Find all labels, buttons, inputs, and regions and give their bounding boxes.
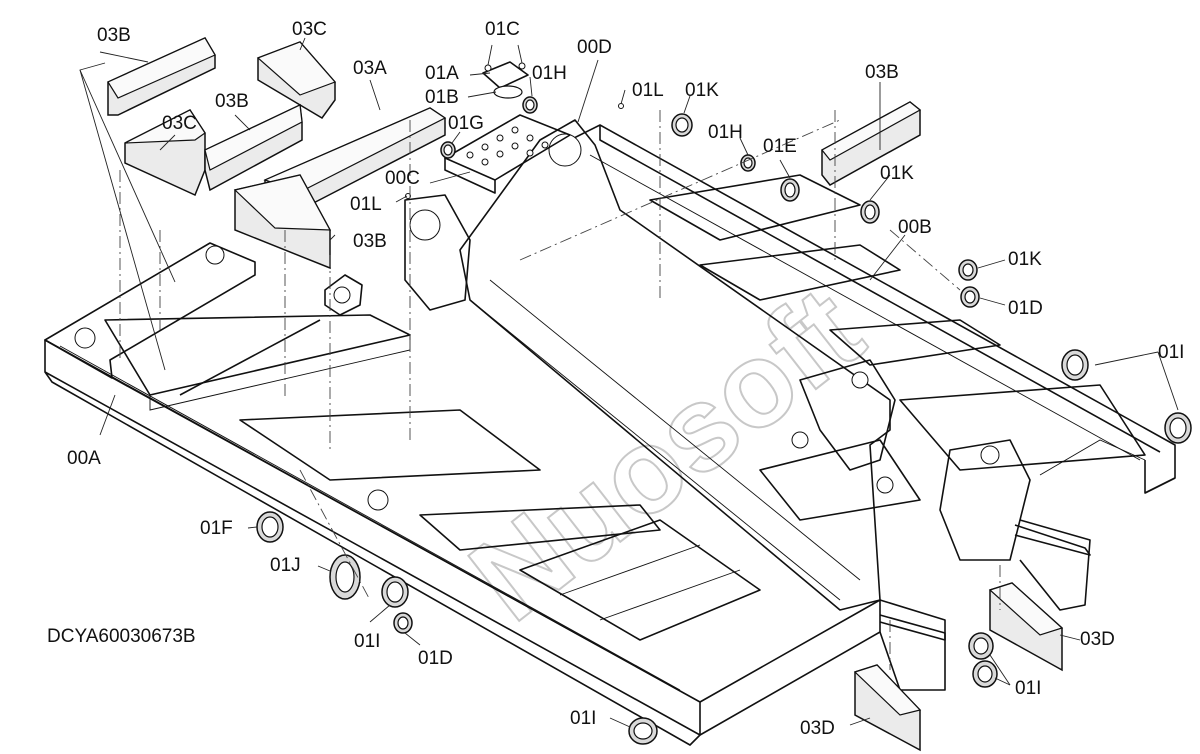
callout-01d-right: 01D bbox=[1008, 298, 1043, 319]
leader-lines bbox=[79, 37, 1179, 728]
centre-lines bbox=[119, 110, 1001, 670]
watermark-text: Nuosoft bbox=[446, 262, 886, 647]
callout-01h-top: 01H bbox=[532, 63, 567, 84]
callout-03c-top: 03C bbox=[292, 19, 327, 40]
callout-01e: 01E bbox=[763, 136, 797, 157]
callout-01i-lower-right: 01I bbox=[1015, 678, 1041, 699]
drawing-number: DCYA60030673B bbox=[47, 626, 196, 647]
callout-01d-left: 01D bbox=[418, 648, 453, 669]
callout-01k-right: 01K bbox=[880, 163, 914, 184]
callout-01f: 01F bbox=[200, 518, 233, 539]
callout-03b-top-right: 03B bbox=[865, 62, 899, 83]
right-side-rail-00b bbox=[569, 124, 1176, 494]
callout-01l-top: 01L bbox=[632, 80, 664, 101]
callout-00a: 00A bbox=[67, 448, 101, 469]
callout-00c: 00C bbox=[385, 168, 420, 189]
callout-01i-bottom: 01I bbox=[570, 708, 596, 729]
callout-03d-right: 03D bbox=[1080, 629, 1115, 650]
boom-beam-00d bbox=[74, 119, 1031, 611]
callout-03c-left: 03C bbox=[162, 113, 197, 134]
callout-03b-top-left: 03B bbox=[97, 25, 131, 46]
callout-03d-bottom: 03D bbox=[800, 718, 835, 739]
rubber-pads bbox=[107, 37, 1064, 752]
callout-01k-top: 01K bbox=[685, 80, 719, 101]
callout-01k-far-right: 01K bbox=[1008, 249, 1042, 270]
callout-01j: 01J bbox=[270, 555, 301, 576]
callout-01i-far-right: 01I bbox=[1158, 342, 1184, 363]
front-support-blocks bbox=[879, 519, 1091, 691]
callout-01h-right: 01H bbox=[708, 122, 743, 143]
callout-01g: 01G bbox=[448, 113, 484, 134]
callout-03b-middle: 03B bbox=[215, 91, 249, 112]
left-side-rail-00a bbox=[44, 242, 881, 746]
mount-plate-00c bbox=[444, 114, 571, 194]
callout-labels: 03B 03C 03A 03B 03C 01C 01A 01H 01B 00D … bbox=[67, 19, 1184, 739]
callout-03b-lower: 03B bbox=[353, 231, 387, 252]
callout-01l-left: 01L bbox=[350, 194, 382, 215]
callout-01i-left: 01I bbox=[354, 631, 380, 652]
callout-00d: 00D bbox=[577, 37, 612, 58]
callout-00b: 00B bbox=[898, 217, 932, 238]
callout-01b: 01B bbox=[425, 87, 459, 108]
callout-01c: 01C bbox=[485, 19, 520, 40]
callout-01a: 01A bbox=[425, 63, 459, 84]
callout-03a: 03A bbox=[353, 58, 387, 79]
